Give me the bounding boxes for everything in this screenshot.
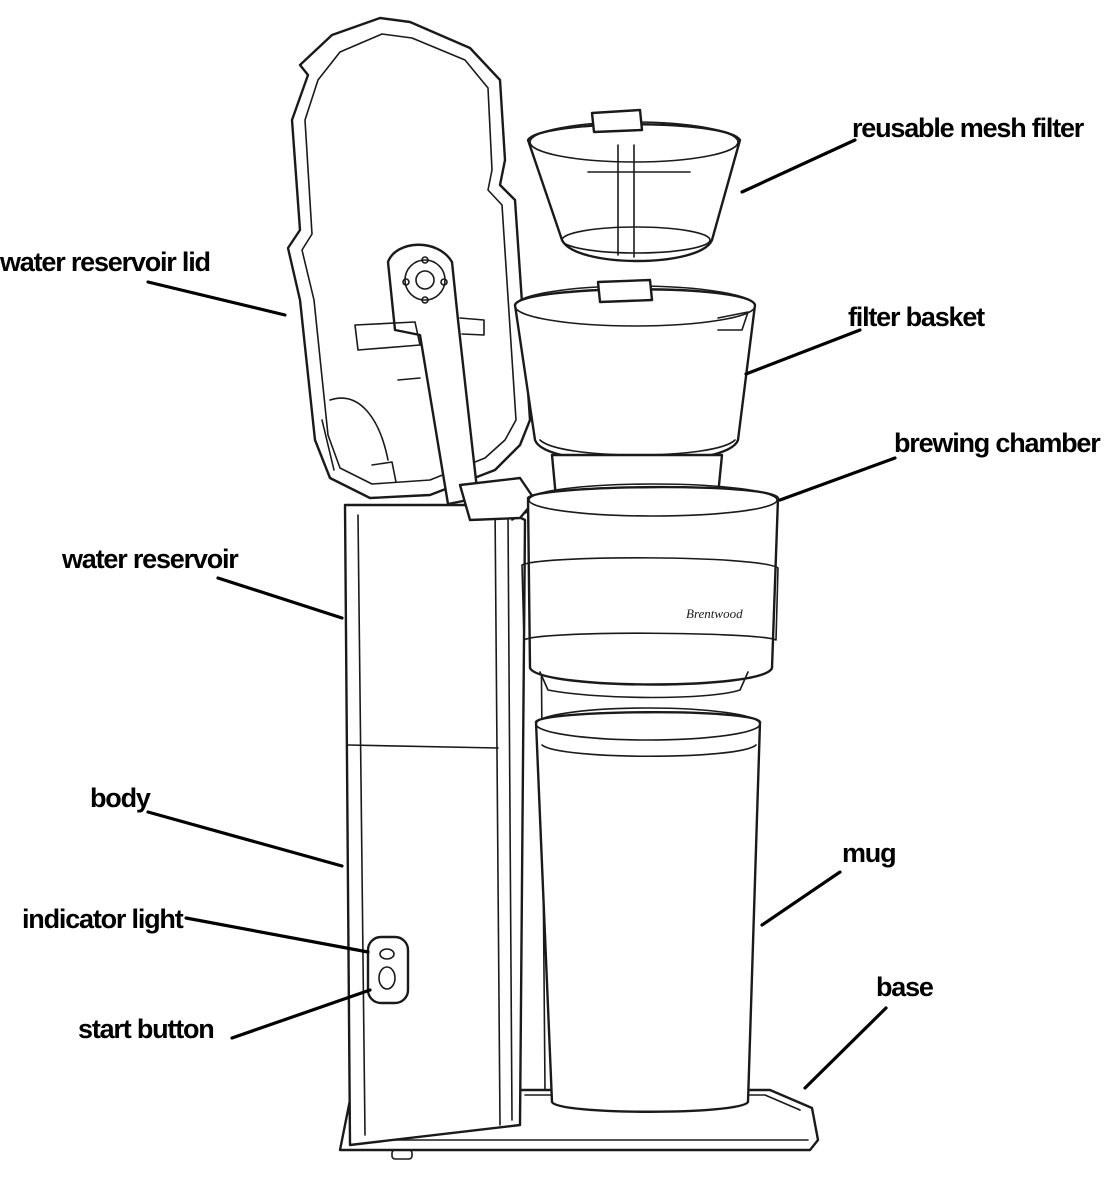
leader-indicator-light	[184, 916, 370, 954]
leader-lines	[146, 138, 897, 1090]
label-indicator-light: indicator light	[22, 904, 184, 934]
reusable-mesh-filter	[526, 108, 742, 263]
filter-basket	[513, 278, 757, 500]
label-start-button: start button	[78, 1014, 214, 1044]
leader-water-reservoir	[216, 576, 344, 620]
brewing-chamber: Brentwood	[521, 483, 780, 699]
leader-brewing-chamber	[778, 456, 897, 502]
leader-start-button	[230, 988, 372, 1040]
leader-body	[146, 810, 344, 868]
mug	[534, 707, 762, 1113]
shower-arm	[354, 243, 537, 522]
brand-logo: Brentwood	[686, 606, 743, 621]
leader-reservoir-lid	[146, 280, 287, 317]
indicator-light	[379, 948, 395, 960]
leader-base	[803, 1006, 888, 1090]
label-water-reservoir-lid: water reservoir lid	[0, 247, 210, 277]
label-body: body	[90, 783, 151, 813]
start-button	[366, 935, 410, 1005]
leader-mesh-filter	[740, 138, 857, 194]
label-filter-basket: filter basket	[848, 302, 985, 332]
label-mug: mug	[842, 838, 895, 868]
body	[343, 503, 546, 1147]
label-base: base	[876, 972, 934, 1002]
leader-filter-basket	[744, 328, 862, 376]
label-reusable-mesh-filter: reusable mesh filter	[852, 113, 1085, 143]
label-water-reservoir: water reservoir	[61, 544, 239, 574]
labels: reusable mesh filter water reservoir lid…	[0, 113, 1102, 1044]
leader-mug	[760, 870, 842, 927]
label-brewing-chamber: brewing chamber	[894, 428, 1101, 458]
